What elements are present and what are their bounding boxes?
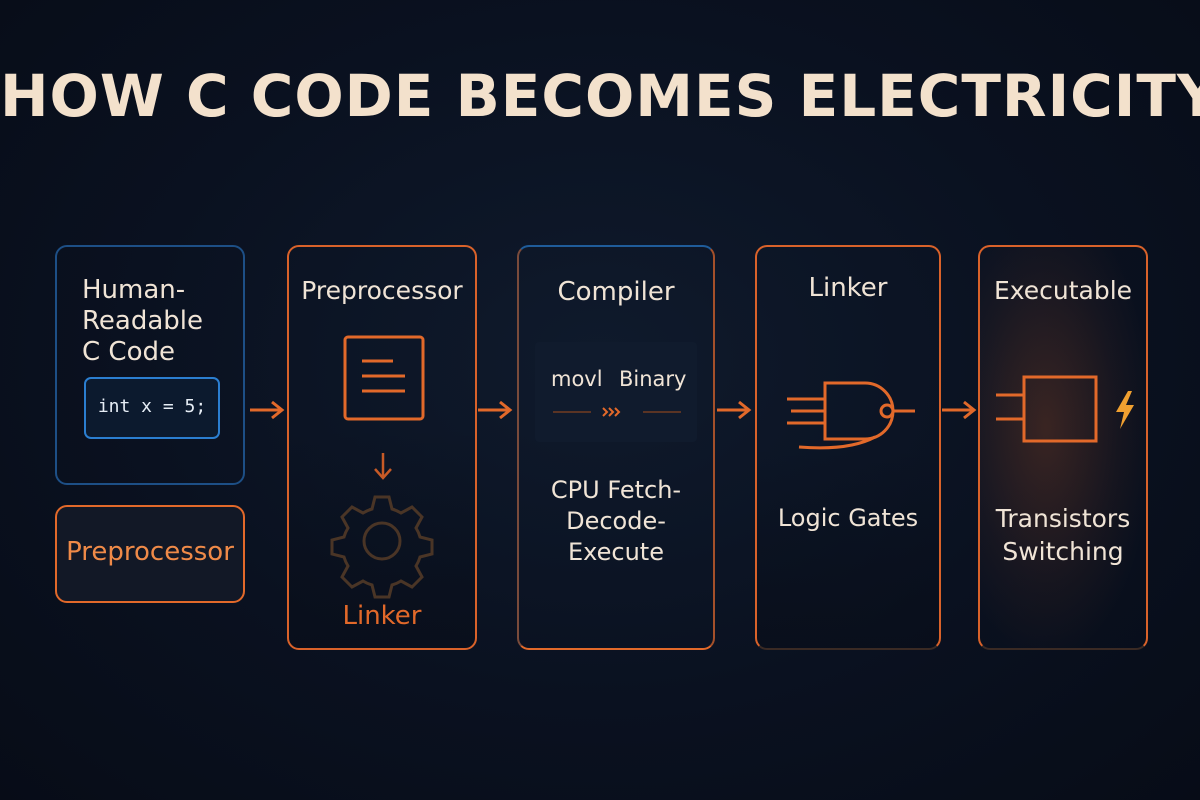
preprocessor-box-label: Preprocessor xyxy=(66,537,234,567)
lightning-icon xyxy=(1116,391,1134,429)
linker-label: Linker xyxy=(808,273,888,303)
chip-icon xyxy=(996,375,1098,443)
compiler-token-panel: movl Binary xyxy=(535,342,697,442)
source-code-card: Human- Readable C Code int x = 5; xyxy=(55,245,245,485)
right-arrow-icon xyxy=(942,400,977,420)
movl-token: movl xyxy=(551,367,603,391)
compiler-card: Compiler movl Binary CPU Fetch- Decode- … xyxy=(517,245,715,650)
source-label-line-3: C Code xyxy=(82,337,175,367)
logic-gates-label: Logic Gates xyxy=(777,504,919,532)
binary-token: Binary xyxy=(619,367,687,391)
preprocessor-box: Preprocessor xyxy=(55,505,245,603)
compiler-desc-line-1: CPU Fetch- xyxy=(550,476,682,504)
executable-desc-line-2: Switching xyxy=(1002,537,1124,566)
executable-desc-line-1: Transistors xyxy=(995,504,1131,533)
fast-forward-icon xyxy=(553,407,681,417)
source-label-line-2: Readable xyxy=(82,306,203,336)
right-arrow-icon xyxy=(717,400,752,420)
preprocessor-card: Preprocessor Linker xyxy=(287,245,477,650)
linker-sub-label: Linker xyxy=(342,601,422,631)
gear-icon xyxy=(330,495,434,599)
preprocessor-label: Preprocessor xyxy=(301,276,463,305)
and-gate-icon xyxy=(787,381,915,450)
right-arrow-icon xyxy=(250,400,285,420)
compiler-desc-line-3: Execute xyxy=(568,538,664,566)
page-title: HOW C CODE BECOMES ELECTRICITY xyxy=(0,62,1200,130)
compiler-label: Compiler xyxy=(557,277,675,307)
document-lines-icon xyxy=(343,335,425,421)
down-arrow-icon xyxy=(374,453,392,480)
executable-card: Executable Transistors Switching xyxy=(978,245,1148,650)
source-label-line-1: Human- xyxy=(82,275,186,305)
executable-label: Executable xyxy=(993,276,1133,305)
code-snippet: int x = 5; xyxy=(84,377,220,439)
compiler-desc-line-2: Decode- xyxy=(566,507,666,535)
right-arrow-icon xyxy=(478,400,513,420)
executable-glow xyxy=(978,245,1148,650)
linker-card: Linker Logic Gates xyxy=(755,245,941,650)
